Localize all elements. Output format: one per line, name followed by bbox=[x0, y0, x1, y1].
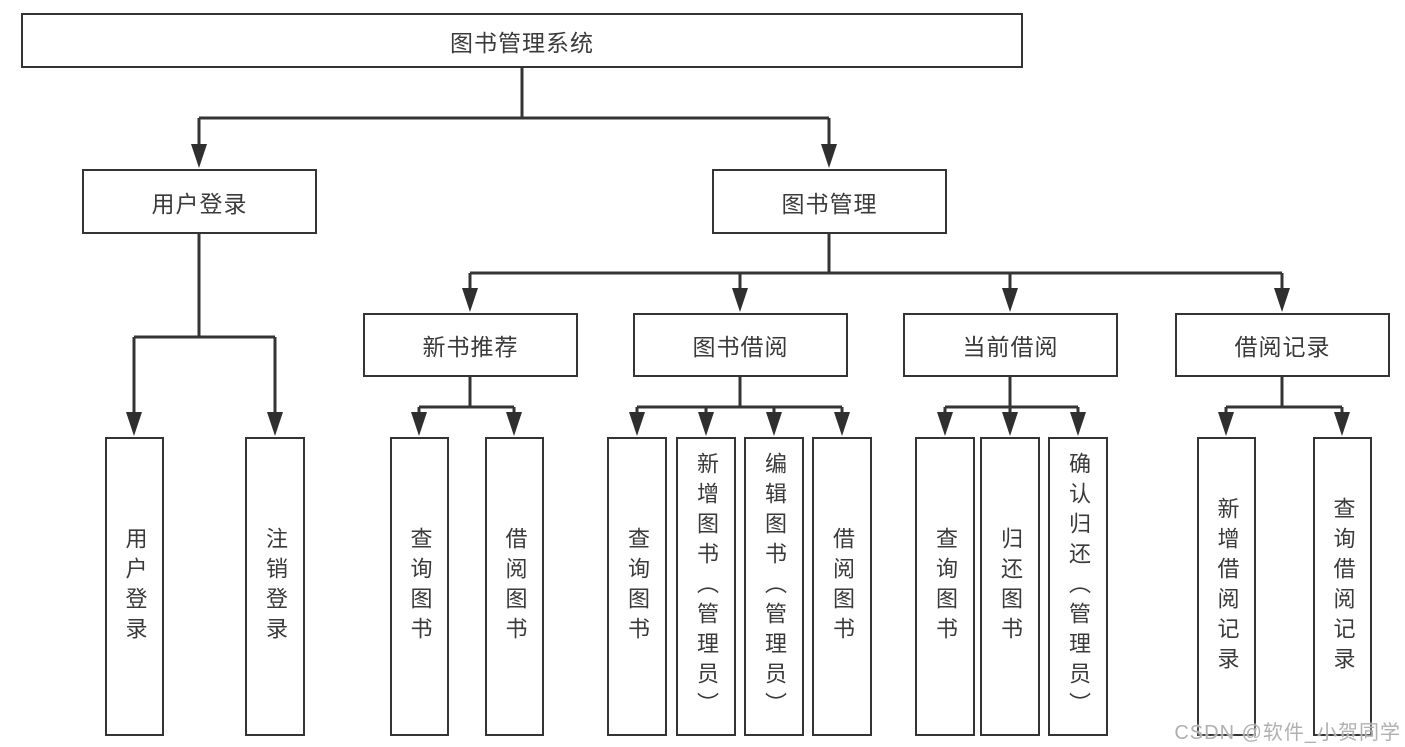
node-book-management-label: 图书管理 bbox=[781, 190, 878, 217]
leaf-query-books-borrow: 查询图书 bbox=[607, 437, 667, 736]
leaf-edit-book-admin: 编辑图书（管理员） bbox=[744, 437, 804, 736]
csdn-watermark: CSDN @软件_小贺同学 bbox=[1174, 722, 1401, 744]
node-current-borrow-label: 当前借阅 bbox=[962, 334, 1059, 360]
leaf-borrow-books-recommend-label: 借阅图书 bbox=[502, 526, 528, 647]
leaf-edit-book-admin-label: 编辑图书（管理员） bbox=[762, 451, 787, 722]
node-borrow-records-label: 借阅记录 bbox=[1234, 334, 1331, 360]
leaf-query-books-recommend-label: 查询图书 bbox=[407, 526, 433, 647]
leaf-logout-label: 注销登录 bbox=[263, 526, 288, 647]
leaf-query-books-current: 查询图书 bbox=[915, 437, 975, 736]
leaf-add-borrow-record: 新增借阅记录 bbox=[1197, 437, 1256, 736]
leaf-user-login: 用户登录 bbox=[105, 437, 164, 736]
node-user-login-label: 用户登录 bbox=[151, 190, 248, 217]
leaf-return-book: 归还图书 bbox=[980, 437, 1040, 736]
node-new-book-recommend: 新书推荐 bbox=[363, 313, 578, 377]
leaf-user-login-label: 用户登录 bbox=[122, 526, 148, 647]
leaf-confirm-return-admin: 确认归还（管理员） bbox=[1048, 437, 1108, 736]
node-book-borrow-label: 图书借阅 bbox=[692, 334, 789, 360]
leaf-borrow-books-recommend: 借阅图书 bbox=[485, 437, 544, 736]
leaf-borrow-books: 借阅图书 bbox=[812, 437, 872, 736]
leaf-query-borrow-record-label: 查询借阅记录 bbox=[1330, 496, 1356, 677]
leaf-logout: 注销登录 bbox=[245, 437, 305, 736]
leaf-borrow-books-label: 借阅图书 bbox=[830, 526, 855, 647]
node-user-login: 用户登录 bbox=[82, 169, 317, 234]
node-new-book-recommend-label: 新书推荐 bbox=[422, 334, 519, 360]
node-book-borrow: 图书借阅 bbox=[633, 313, 848, 377]
node-root-library-system: 图书管理系统 bbox=[21, 13, 1023, 68]
node-borrow-records: 借阅记录 bbox=[1175, 313, 1390, 377]
leaf-add-book-admin: 新增图书（管理员） bbox=[676, 437, 736, 736]
leaf-query-books-recommend: 查询图书 bbox=[390, 437, 449, 736]
node-root-label: 图书管理系统 bbox=[450, 29, 594, 56]
leaf-confirm-return-admin-label: 确认归还（管理员） bbox=[1066, 451, 1091, 722]
leaf-return-book-label: 归还图书 bbox=[998, 526, 1023, 647]
node-book-management: 图书管理 bbox=[712, 169, 947, 234]
leaf-query-books-current-label: 查询图书 bbox=[933, 526, 958, 647]
leaf-query-books-borrow-label: 查询图书 bbox=[625, 526, 650, 647]
leaf-add-book-admin-label: 新增图书（管理员） bbox=[694, 451, 719, 722]
leaf-add-borrow-record-label: 新增借阅记录 bbox=[1214, 496, 1240, 677]
leaf-query-borrow-record: 查询借阅记录 bbox=[1313, 437, 1372, 736]
node-current-borrow: 当前借阅 bbox=[903, 313, 1118, 377]
